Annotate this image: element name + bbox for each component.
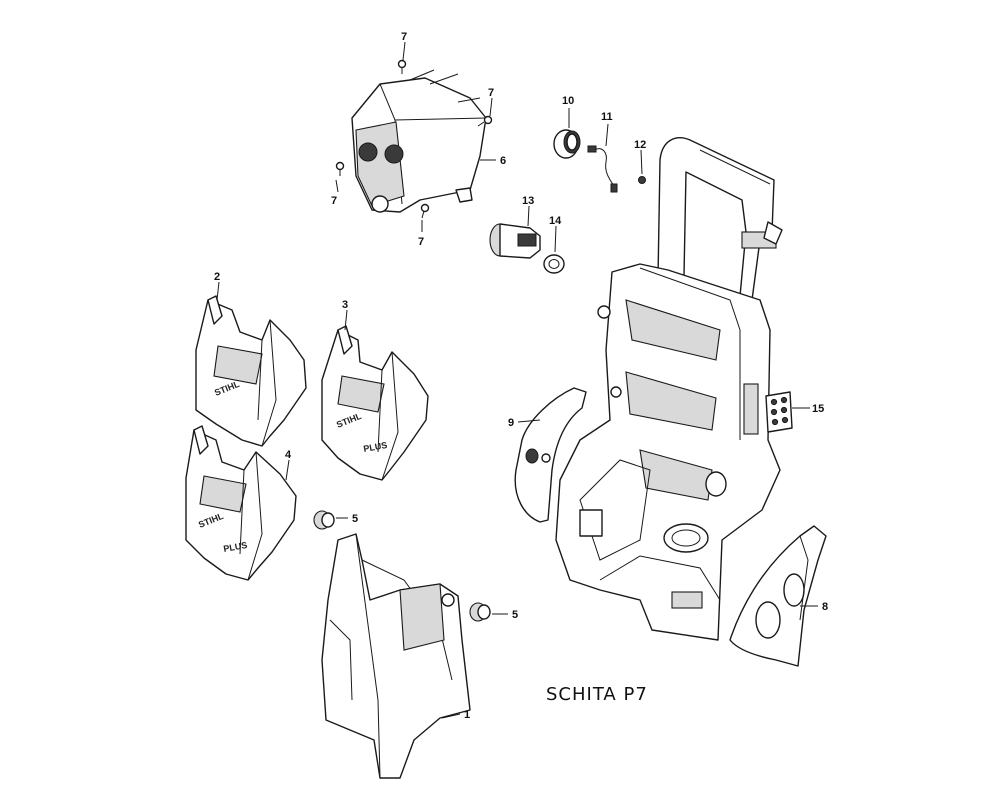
callout-6-text: 6 (500, 155, 506, 167)
callout-5-lower-text: 5 (512, 609, 518, 621)
callout-13: 13 (522, 195, 534, 227)
callout-7-right-text: 7 (488, 87, 494, 99)
callout-5-lower: 5 (492, 609, 518, 621)
screw-7-right (477, 115, 493, 127)
svg-text:PLUS: PLUS (363, 440, 388, 454)
callout-7-top-text: 7 (401, 31, 407, 43)
callout-10-text: 10 (562, 95, 574, 107)
part-9-side-panel (514, 387, 587, 523)
callout-14: 14 (549, 215, 562, 253)
part-3-front-cover-plus: STIHL PLUS (321, 325, 429, 481)
callout-9-text: 9 (508, 417, 514, 429)
callout-7-left-text: 7 (331, 195, 337, 207)
callout-3: 3 (342, 299, 348, 331)
part-1-front-shell (321, 533, 471, 779)
part-2-front-cover: STIHL (195, 295, 307, 447)
callout-1: 1 (441, 709, 470, 721)
callout-7-top: 7 (401, 31, 407, 61)
part-12-screw (638, 176, 646, 184)
callout-4-text: 4 (285, 449, 292, 461)
screw-7-top (397, 59, 407, 74)
part-15-label-plate (765, 391, 793, 433)
callout-8: 8 (800, 601, 828, 613)
part-14-ring (543, 254, 565, 274)
callout-10: 10 (562, 95, 574, 128)
part-5-knob-lower (469, 602, 491, 622)
callout-2-text: 2 (214, 271, 220, 283)
callout-14-text: 14 (549, 215, 562, 227)
callout-8-text: 8 (822, 601, 828, 613)
callout-3-text: 3 (342, 299, 348, 311)
callout-5-upper: 5 (336, 513, 358, 525)
callout-1-text: 1 (464, 709, 470, 721)
callout-7-left: 7 (331, 179, 339, 207)
callout-2: 2 (214, 271, 220, 301)
part-8-rear-panel (729, 525, 827, 667)
callout-7-bottom: 7 (418, 220, 424, 248)
part-6-top-cover (351, 69, 487, 213)
diagram-caption: SCHITA P7 (546, 684, 648, 705)
part-11-cable (587, 145, 618, 193)
part-13-valve (489, 223, 541, 259)
part-4-front-cover-plus: STIHL PLUS (185, 425, 297, 581)
callout-11: 11 (601, 111, 613, 147)
callout-12: 12 (634, 139, 646, 175)
screw-7-left (335, 161, 345, 176)
svg-text:PLUS: PLUS (223, 540, 248, 554)
callout-12-text: 12 (634, 139, 646, 151)
part-10-cap (553, 129, 581, 159)
main-frame-housing (555, 137, 783, 641)
screw-7-bottom (420, 203, 430, 219)
callout-15-text: 15 (812, 403, 824, 415)
callout-7-right: 7 (488, 87, 494, 117)
callout-5-upper-text: 5 (352, 513, 358, 525)
callout-13-text: 13 (522, 195, 534, 207)
callout-15: 15 (792, 403, 824, 415)
callout-7-bottom-text: 7 (418, 236, 424, 248)
part-5-knob-upper (313, 510, 335, 530)
callout-9: 9 (508, 417, 541, 429)
callout-11-text: 11 (601, 111, 613, 123)
callout-6: 6 (480, 155, 506, 167)
callout-4: 4 (285, 449, 292, 481)
